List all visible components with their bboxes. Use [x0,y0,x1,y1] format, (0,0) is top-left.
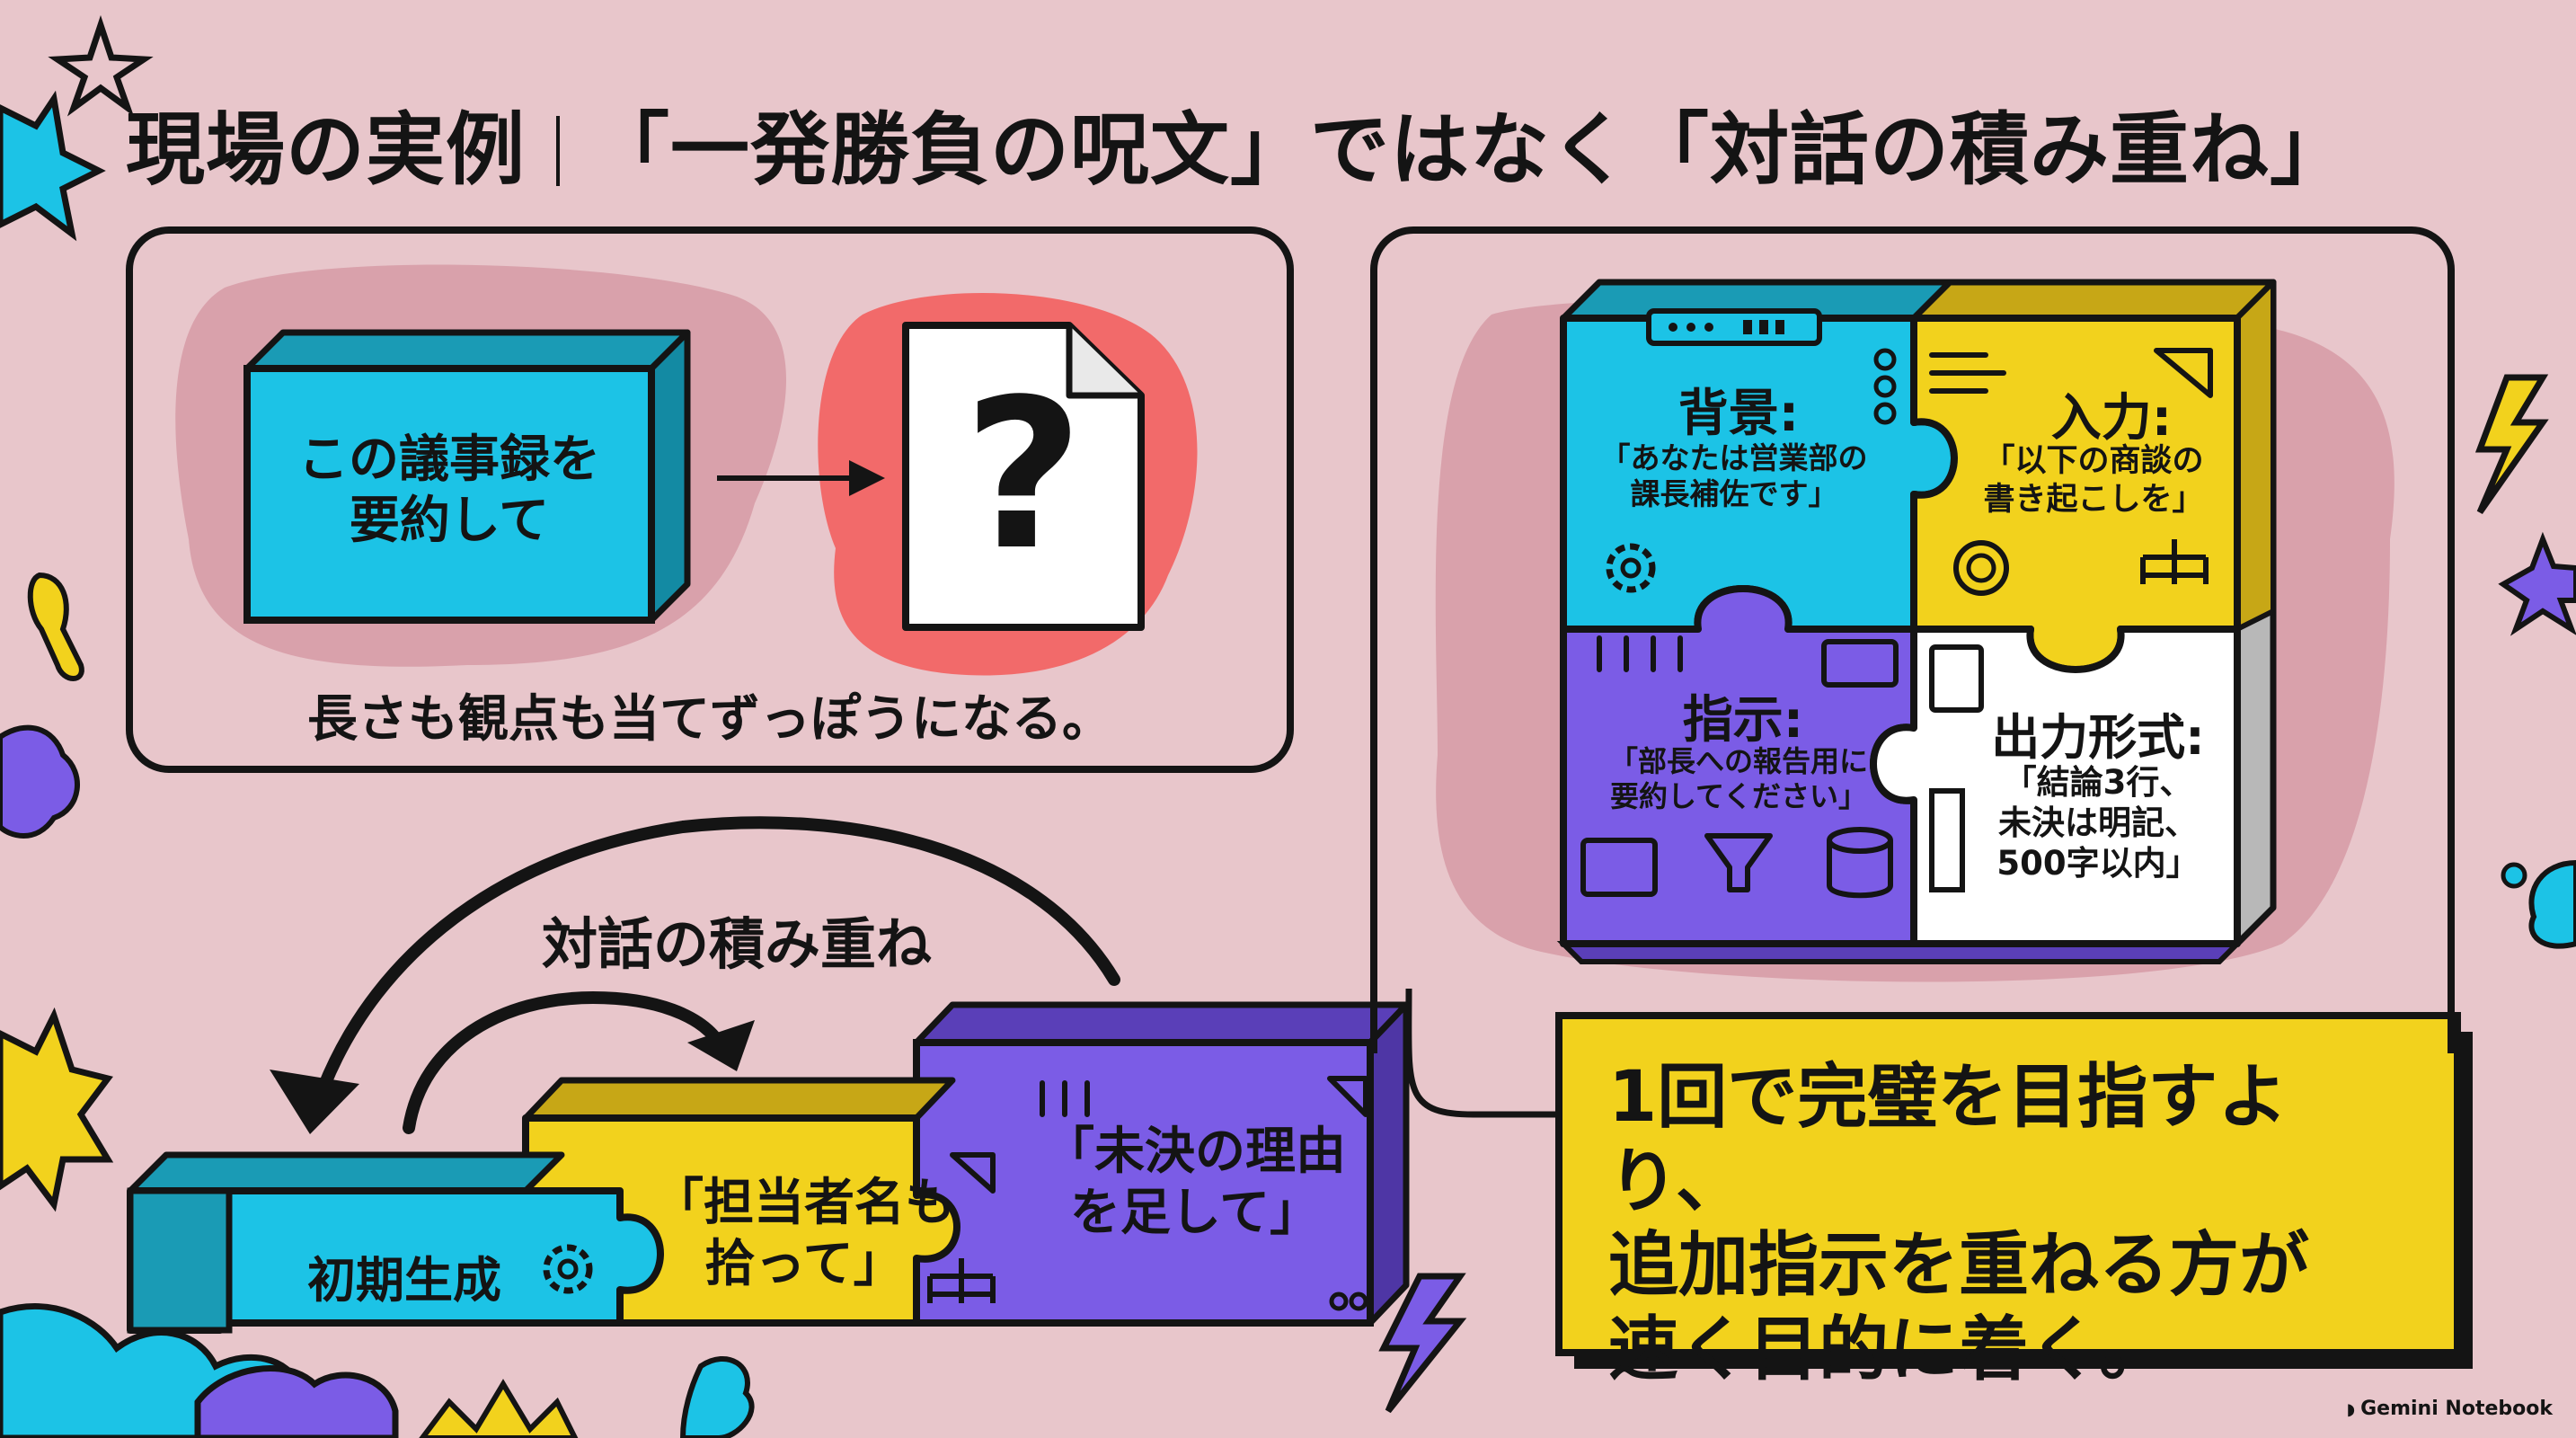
cyan-block-top [127,1151,565,1194]
database-body-icon [1827,840,1893,899]
step-3-text: 「未決の理由 を足して」 [1044,1123,1346,1243]
puzzle-text-background: 「あなたは営業部の 課長補佐です」 [1600,440,1868,512]
cyan-dot-icon [2501,862,2527,889]
pin-dot-icon [1349,1292,1368,1311]
purple-blob-icon [0,724,80,839]
watermark: Gemini Notebook [2347,1398,2553,1420]
chip-slot-icon [1743,320,1752,334]
puzzle-text-output-format: 「結論3行、 未決は明記、 500字以内」 [1996,763,2200,883]
cyan-block-end [127,1187,233,1334]
puzzle-label-instruction: 指示: [1682,691,1804,750]
sliders-icon [1597,635,1683,672]
page-title: 現場の実例「一発勝負の呪文」ではなく「対話の積み重ね」 [126,86,2350,200]
pin-dot-icon [1873,375,1897,398]
gear-center-icon [1620,557,1642,579]
funnel-icon [1704,833,1773,892]
step-2-text: 「担当者名も 拾って」 [653,1174,955,1294]
big-return-arrow [317,816,1120,1094]
yellow-block-top [522,1077,956,1122]
puzzle-text-instruction: 「部長への報告用に 要約してください」 [1608,744,1868,814]
org-chart-icon [2140,539,2209,584]
cyan-bubble-icon [2528,859,2576,949]
target-ring-icon [1966,553,1996,583]
small-forward-arrow-head-icon [687,1020,755,1071]
pin-dot-icon [1873,348,1897,371]
puzzle-label-input: 入力: [2050,389,2173,448]
decoration-layer [0,14,2576,1438]
lightning-icon [2474,374,2549,515]
org-chart-icon [927,1258,996,1303]
prompt-box [243,365,655,624]
prompt-text: この議事録を 要約して [298,431,600,551]
bad-example-graphic [175,264,1198,676]
title-separator [556,116,561,186]
pin-dot-icon [1329,1292,1349,1311]
bottom-lightning-icon [1378,1273,1467,1414]
structured-prompt-panel [1370,226,2455,1053]
chip-dot-icon [1669,323,1677,332]
puzzle-label-background: 背景: [1677,385,1800,443]
chip-slot-icon [1775,320,1784,334]
purple-star-icon [2498,531,2576,636]
title-right: 「一発勝負の呪文」ではなく「対話の積み重ね」 [590,103,2350,196]
prompt-puzzle-graphic [1435,279,2395,982]
chip-slot-icon [1759,320,1768,334]
conclusion-box [1555,1012,2461,1356]
puzzle-label-output-format: 出力形式: [1991,709,2205,766]
yellow-drop-icon [27,572,84,681]
title-left: 現場の実例 [126,103,527,196]
purple-splash-icon [194,1365,399,1438]
yellow-burst-icon [0,1007,114,1212]
step-1-text: 初期生成 [307,1252,501,1309]
chip-dot-icon [1686,323,1695,332]
yellow-spark-icon [419,1379,579,1438]
arrow-head-icon [849,460,885,496]
document-small-icon [1929,644,1984,713]
target-icon [1953,540,2009,596]
chip-bar-icon [1646,308,1822,346]
bad-example-caption: 長さも観点も当てずっぽうになる。 [307,690,1112,749]
big-return-arrow-head-icon [270,1070,359,1134]
purple-block-top [913,1001,1410,1046]
gear-icon [543,1244,593,1294]
bad-example-panel [126,226,1294,773]
cyan-burst-icon [0,90,106,242]
step-block-1 [127,1187,664,1334]
triangle-ruler-icon [1327,1076,1368,1117]
dialogue-label: 対話の積み重ね [541,911,932,977]
cyan-drop-icon [679,1355,755,1438]
document-icon [902,322,1145,631]
question-mark: ? [963,356,1084,596]
pin-dot-icon [1873,402,1897,425]
puzzle-text-input: 「以下の商談の 書き起こしを」 [1983,443,2204,518]
conclusion-text: 1回で完璧を目指すより、 追加指示を重ねる方が 速く目的に着く。 [1608,1057,2310,1390]
star-outline-icon [48,14,154,117]
triangle-ruler-icon [950,1152,996,1194]
document-fold [1066,325,1141,399]
ruler-icon [1929,788,1965,892]
sliders-icon [1040,1080,1090,1117]
small-forward-arrow [403,990,725,1134]
server-rack-icon [1580,838,1658,897]
chip-dot-icon [1704,323,1713,332]
circuit-lines-icon [1929,352,2006,394]
dialogue-steps [127,1001,1410,1334]
gear-center-icon [557,1258,579,1280]
server-icon [1821,639,1899,688]
triangle-ruler-icon [2154,348,2213,398]
gear-icon [1606,543,1656,593]
